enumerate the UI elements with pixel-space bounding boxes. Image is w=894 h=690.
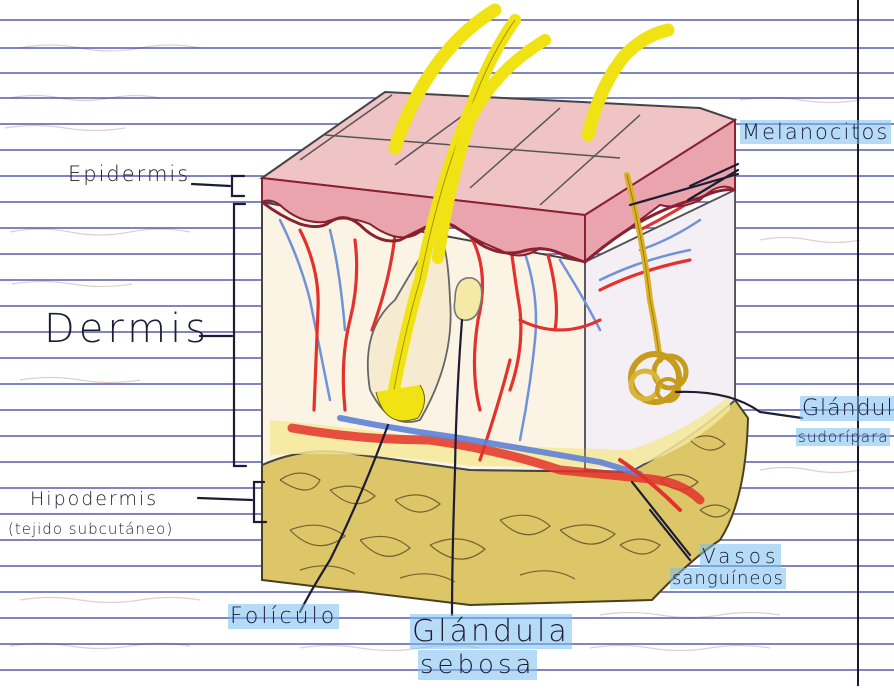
label-epidermis: Epidermis bbox=[68, 162, 190, 186]
label-vasos-line2: sanguíneos bbox=[670, 568, 786, 589]
label-hipodermis-subtitle: (tejido subcutáneo) bbox=[8, 520, 173, 538]
label-hipodermis: Hipodermis bbox=[30, 488, 158, 510]
label-glandula-sebosa-line2: sebosa bbox=[418, 650, 537, 680]
label-glandula-sebosa: Glándula bbox=[410, 614, 572, 649]
sebaceous-gland bbox=[454, 278, 481, 320]
label-foliculo: Folículo bbox=[228, 604, 339, 629]
label-melanocitos: Melanocitos bbox=[740, 120, 891, 144]
label-glandula-sudoripara: Glándula bbox=[800, 396, 894, 421]
label-glandula-sudoripara-line2: sudorípara bbox=[796, 428, 890, 446]
label-dermis: Dermis bbox=[44, 306, 210, 352]
label-vasos: Vasos bbox=[700, 544, 781, 568]
